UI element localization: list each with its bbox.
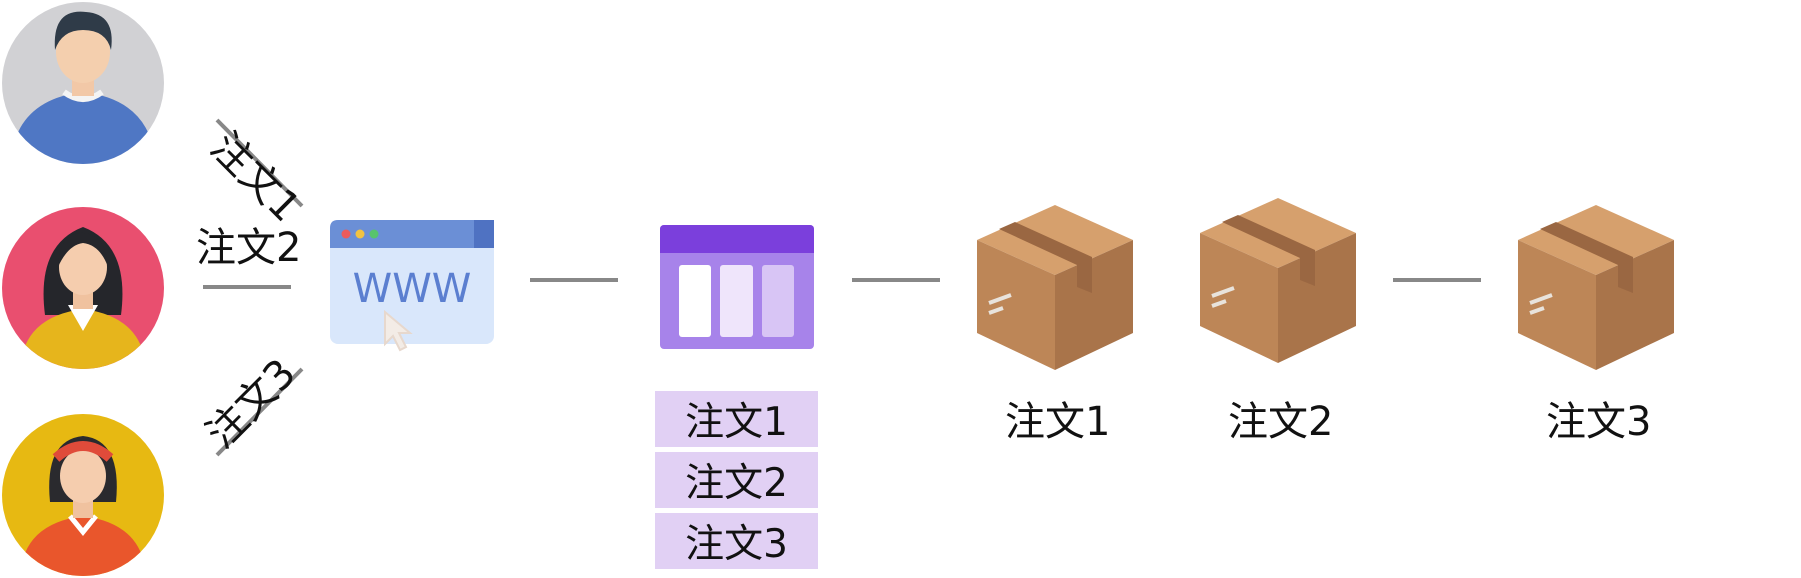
customer-man-avatar — [2, 2, 164, 164]
customer-girl-avatar — [2, 414, 164, 576]
queue-item-2: 注文2 — [655, 452, 818, 508]
package-box-icon-2 — [1200, 198, 1356, 363]
www-text: WWW — [353, 266, 472, 312]
order-label-2: 注文2 — [196, 225, 302, 271]
queue-item-1: 注文1 — [655, 391, 818, 447]
package-box-icon-3 — [1518, 205, 1674, 370]
connector-customer3 — [215, 367, 304, 457]
queue-item-3: 注文3 — [655, 513, 818, 569]
package-label-3: 注文3 — [1546, 399, 1652, 445]
package-box-icon-1 — [977, 205, 1133, 370]
queue-table-icon — [660, 225, 814, 349]
package-label-1: 注文1 — [1005, 399, 1111, 445]
connector-customer1 — [215, 118, 304, 208]
browser-window-icon: WWW — [330, 220, 494, 352]
customer-woman-avatar — [2, 207, 164, 369]
package-label-2: 注文2 — [1228, 399, 1334, 445]
